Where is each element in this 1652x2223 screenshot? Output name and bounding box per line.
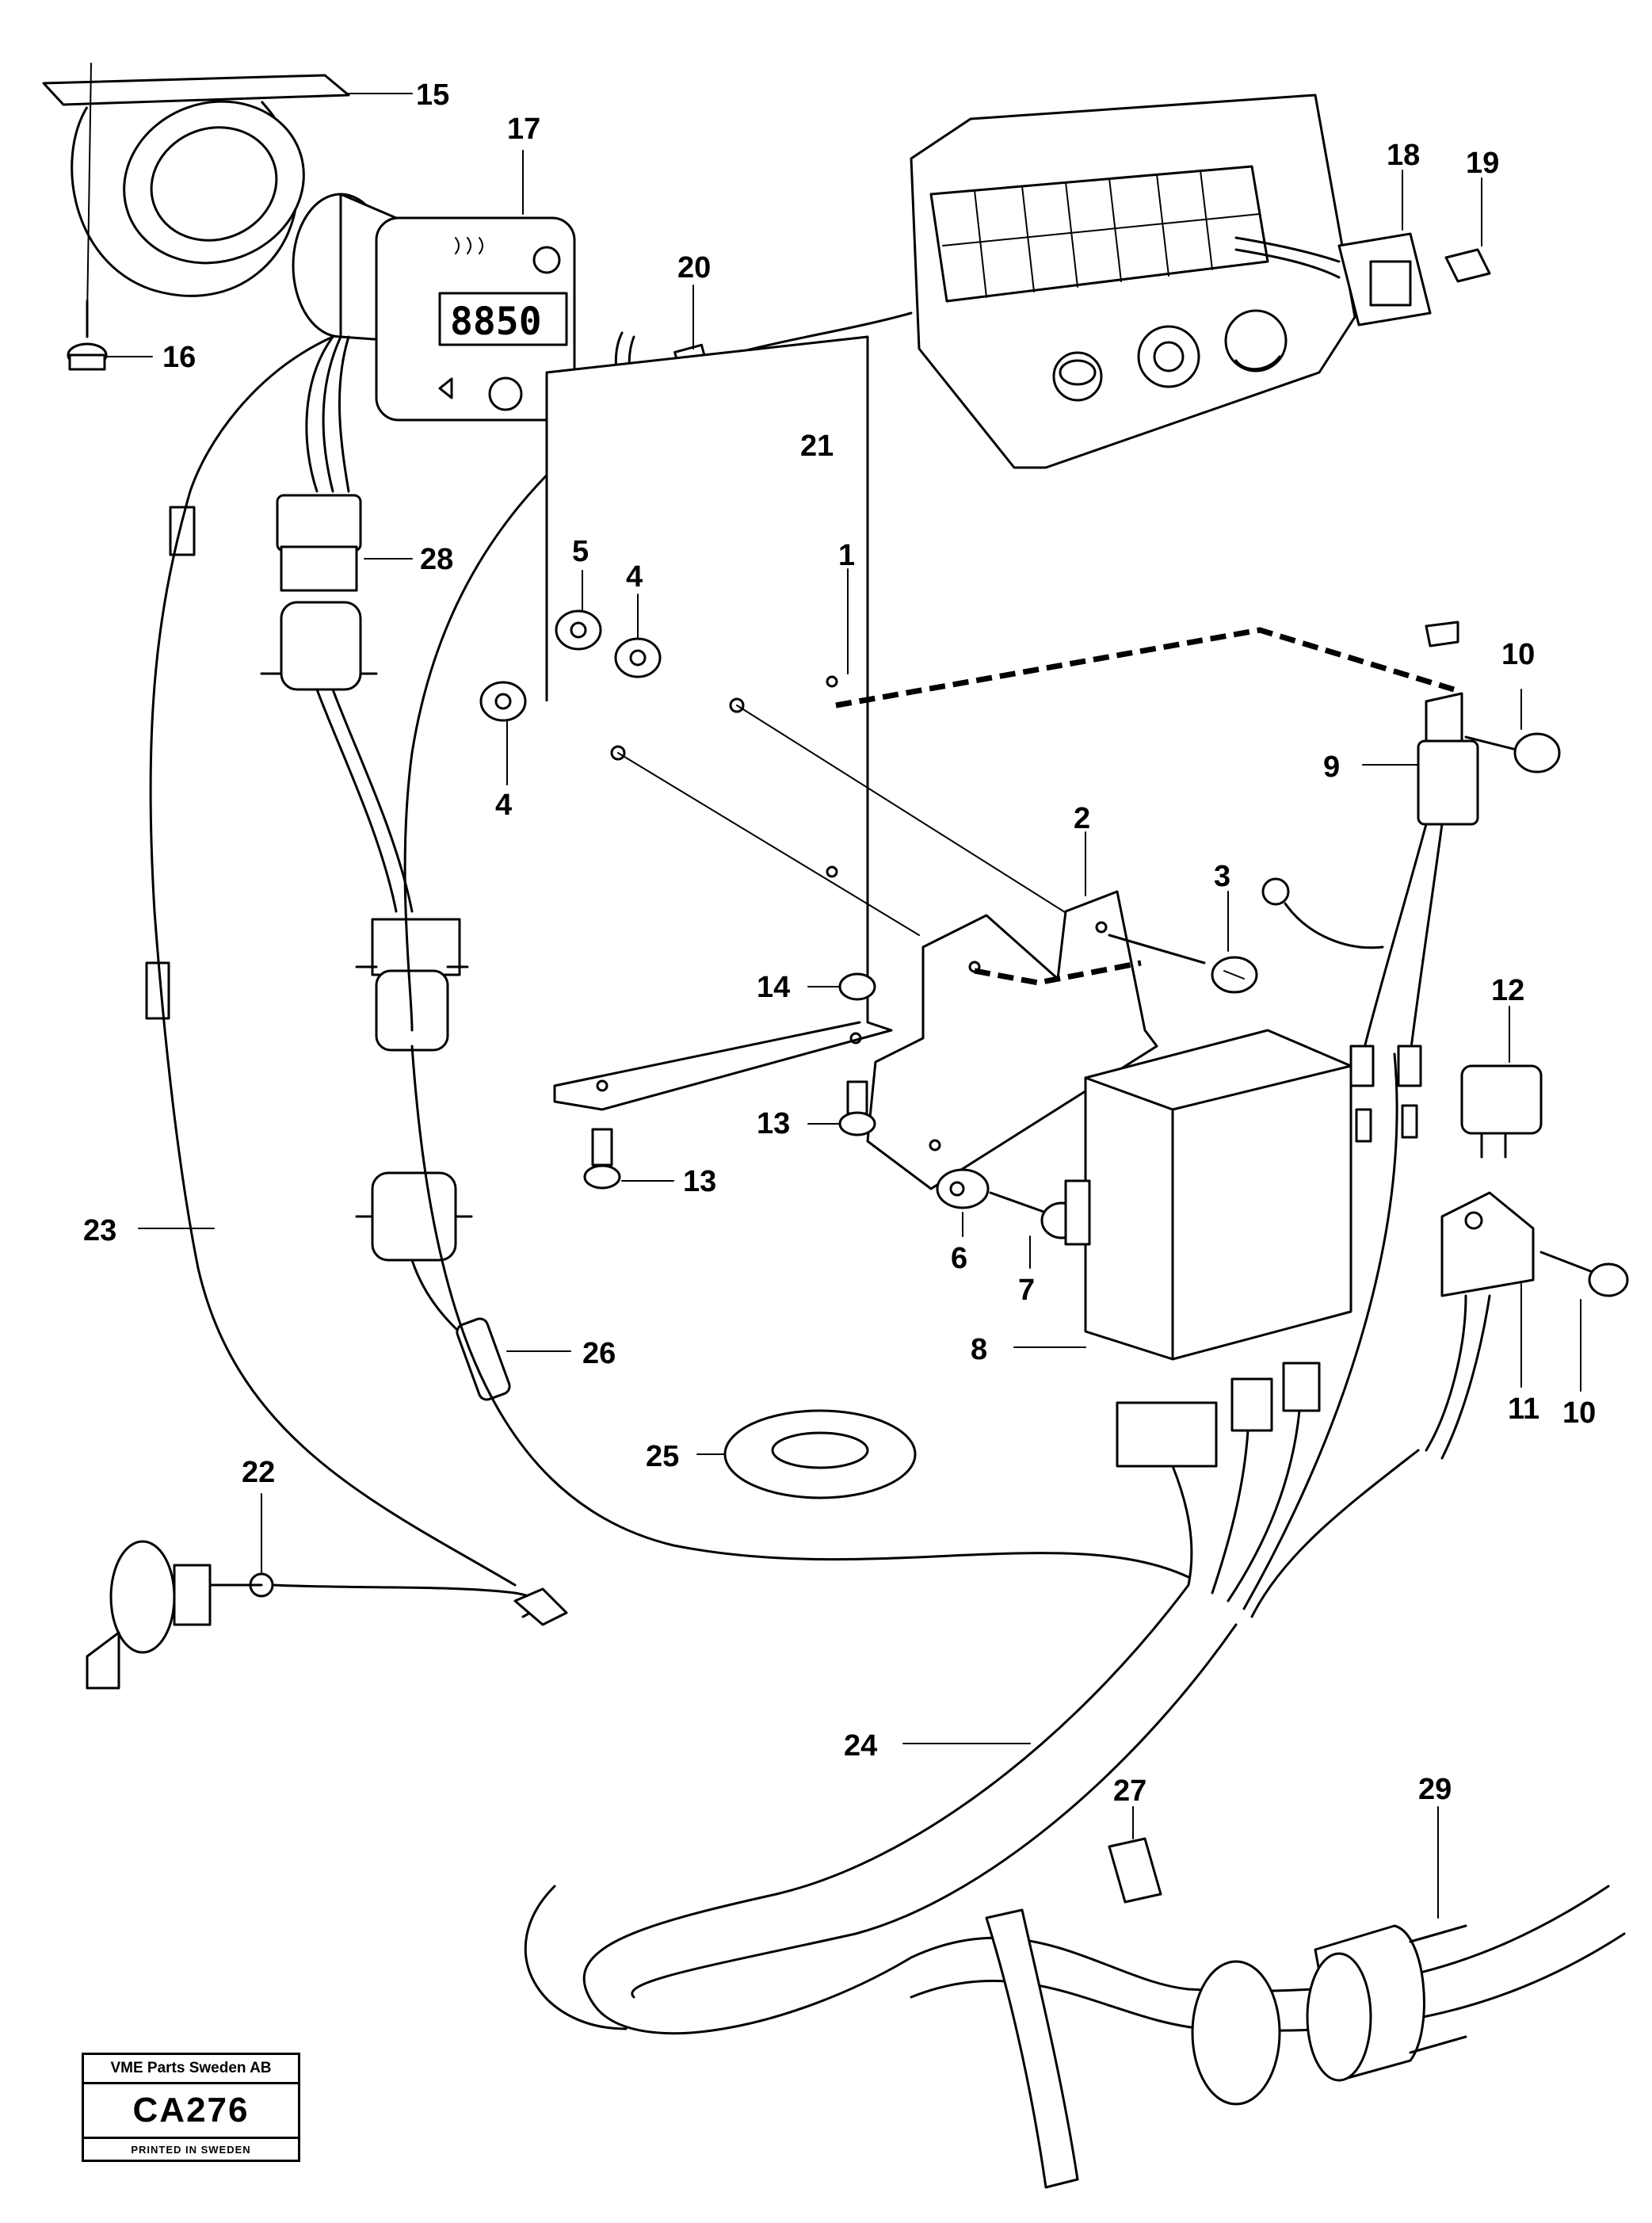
callout-1: 1 xyxy=(838,539,855,572)
part-23-wire xyxy=(138,335,517,1587)
callout-15: 15 xyxy=(416,78,449,112)
callout-9: 9 xyxy=(1323,751,1340,784)
callout-20: 20 xyxy=(677,251,711,285)
part-27-clip xyxy=(985,1806,1162,2189)
callout-27: 27 xyxy=(1113,1774,1146,1808)
part-10-screw-upper xyxy=(1464,689,1561,773)
callout-10b: 10 xyxy=(1562,1396,1596,1430)
callout-28: 28 xyxy=(420,543,453,576)
part-15-bracket xyxy=(42,63,413,318)
part-2-bracket xyxy=(866,831,1158,1190)
part-17-timer: 8850 xyxy=(292,150,576,422)
part-10-screw-lower xyxy=(1539,1251,1629,1392)
timer-display: 8850 xyxy=(450,300,542,344)
drawing-stamp: VME Parts Sweden AB CA276 PRINTED IN SWE… xyxy=(82,2053,300,2162)
callout-4a: 4 xyxy=(626,560,643,594)
callout-18: 18 xyxy=(1387,139,1420,172)
part-14-nut xyxy=(807,972,876,1001)
part-28-connector xyxy=(260,335,414,913)
part-3-screw xyxy=(1108,891,1258,994)
callout-24: 24 xyxy=(844,1729,877,1763)
part-18-rocker-switch xyxy=(1234,170,1432,327)
part-9-relay xyxy=(1361,621,1479,1056)
part-12-relay xyxy=(1460,1006,1543,1159)
stamp-printed: PRINTED IN SWEDEN xyxy=(131,2144,251,2156)
spade-terminals xyxy=(1349,1045,1422,1143)
callout-16: 16 xyxy=(162,341,196,374)
callout-13a: 13 xyxy=(757,1107,790,1140)
harness-connectors xyxy=(1116,1362,1321,1468)
callout-26: 26 xyxy=(582,1337,616,1370)
callout-10a: 10 xyxy=(1501,638,1535,671)
part-6-clamp xyxy=(936,1168,990,1237)
part-25-grommet xyxy=(696,1409,917,1499)
callout-7: 7 xyxy=(1018,1274,1035,1307)
part-24-harness xyxy=(410,1045,1626,2035)
callout-2: 2 xyxy=(1074,802,1090,835)
part-13-bolt-right xyxy=(807,1080,876,1136)
stamp-code: CA276 xyxy=(84,2084,298,2139)
part-26-fuse-harness xyxy=(355,1171,571,1401)
part-13-bolt-left xyxy=(583,1128,674,1190)
callout-4b: 4 xyxy=(495,789,512,822)
part-8-control-box xyxy=(1013,1029,1353,1361)
part-19-cap xyxy=(1444,178,1491,283)
part-1-plate xyxy=(545,335,1102,1111)
callout-6: 6 xyxy=(951,1242,967,1275)
part-22-switch xyxy=(86,1493,568,1690)
callout-29: 29 xyxy=(1418,1773,1452,1806)
part-5-nut xyxy=(555,570,602,651)
ring-terminal xyxy=(1261,877,1384,949)
callout-11: 11 xyxy=(1508,1392,1539,1426)
stamp-company: VME Parts Sweden AB xyxy=(84,2055,298,2084)
callout-3: 3 xyxy=(1214,860,1230,893)
callout-21: 21 xyxy=(800,430,834,463)
dashed-link xyxy=(835,627,1456,709)
part-29-plug xyxy=(1191,1806,1467,2106)
callout-22: 22 xyxy=(242,1456,275,1489)
callout-19: 19 xyxy=(1466,147,1499,180)
part-4-nut-upper xyxy=(614,594,662,678)
callout-8: 8 xyxy=(971,1333,987,1366)
callout-5: 5 xyxy=(572,535,589,568)
callout-23: 23 xyxy=(83,1214,116,1247)
instrument-panel xyxy=(910,94,1356,469)
part-4-nut-lower xyxy=(479,681,527,785)
panel-switch-grid xyxy=(929,165,1269,303)
callouts: 1 2 3 4 4 5 6 7 8 9 10 10 11 12 13 13 14… xyxy=(83,78,1596,1808)
callout-12: 12 xyxy=(1491,974,1524,1007)
callout-13b: 13 xyxy=(683,1165,716,1198)
callout-14: 14 xyxy=(757,971,790,1004)
part-16-screw xyxy=(67,300,153,371)
callout-17: 17 xyxy=(507,113,540,146)
part-11-socket xyxy=(1425,1191,1535,1460)
callout-25: 25 xyxy=(646,1440,679,1473)
